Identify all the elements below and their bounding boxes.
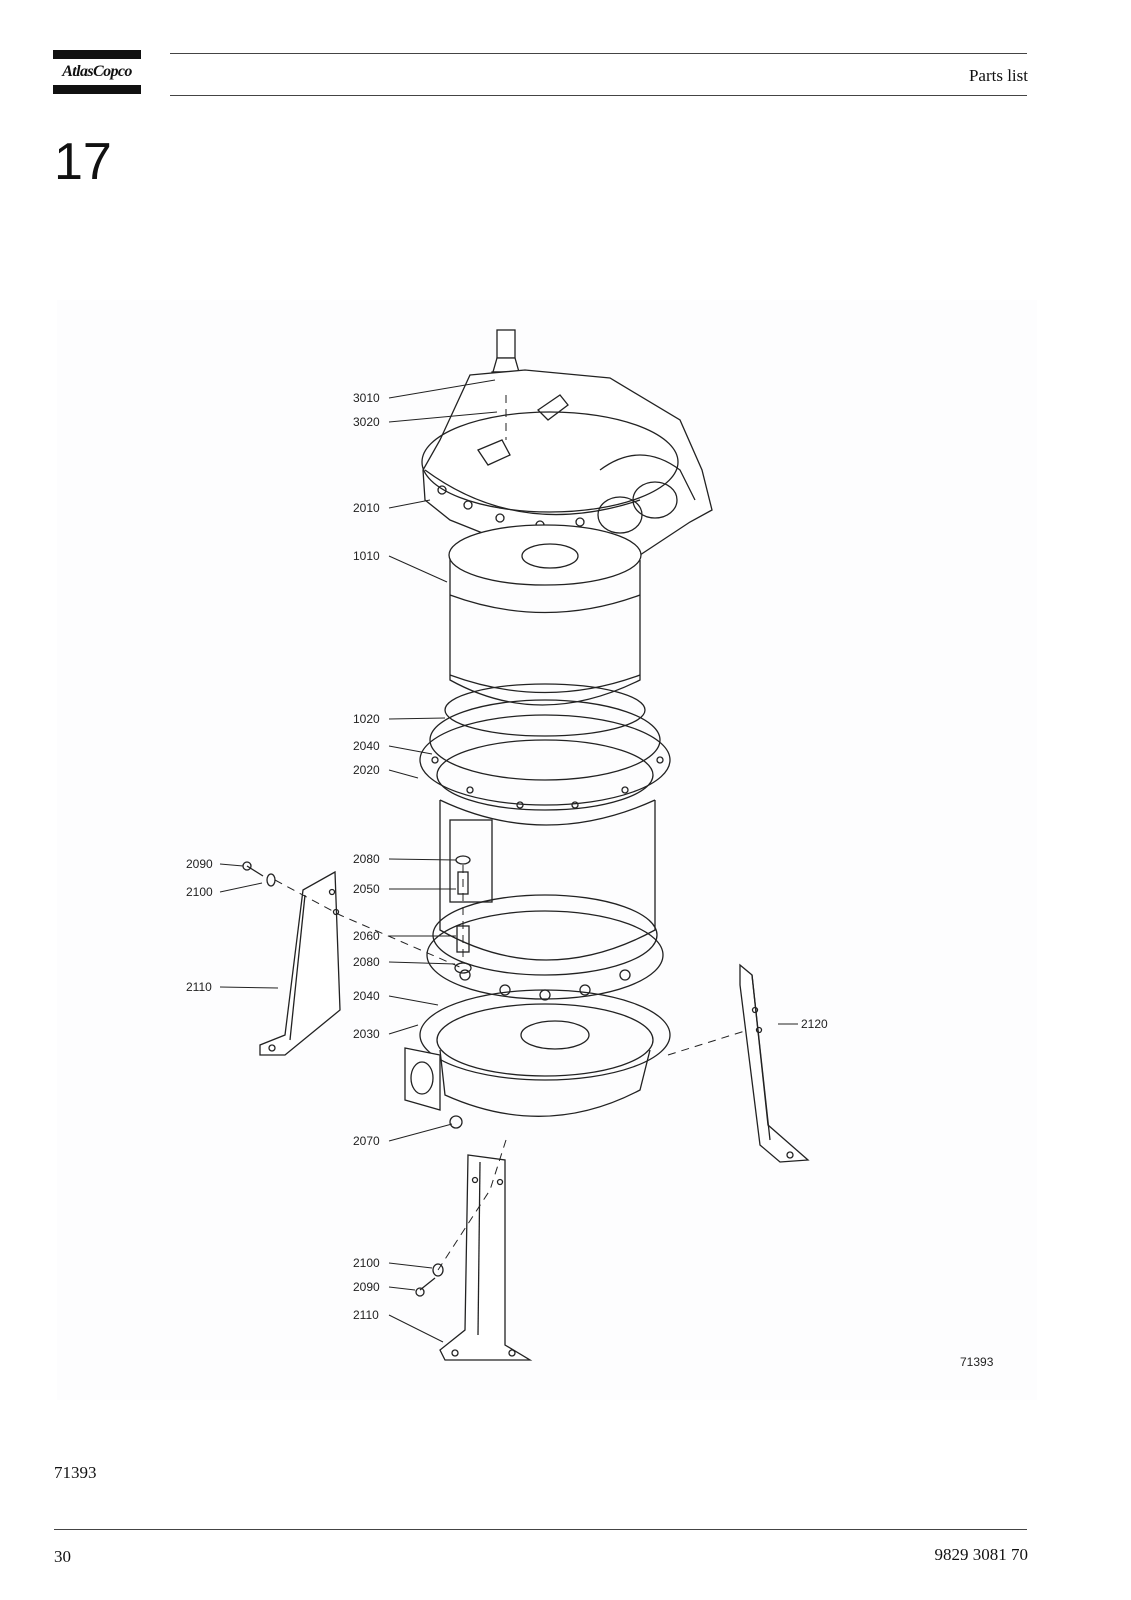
drawing-svg: 3010 3020 2010 1010 1020 2040 2020 2080 … — [186, 329, 994, 1369]
section-number: 17 — [54, 133, 112, 191]
drawing-code: 71393 — [960, 1355, 994, 1369]
figure-caption: 71393 — [54, 1463, 97, 1482]
seal-ring — [444, 683, 646, 737]
callout-label: 2040 — [353, 739, 380, 753]
callout-label: 2060 — [353, 929, 380, 943]
atlas-copco-logo: AtlasCopco — [53, 50, 141, 94]
callout-label: 1020 — [353, 712, 380, 726]
logo-bar-bottom — [53, 85, 141, 94]
document-number: 9829 3081 70 — [934, 1545, 1029, 1564]
callout-label: 2090 — [186, 857, 213, 871]
callout-label: 2010 — [353, 501, 380, 515]
callout-label: 2050 — [353, 882, 380, 896]
callout-label: 3010 — [353, 391, 380, 405]
header-title: Parts list — [968, 66, 1028, 85]
callout-label: 2110 — [186, 980, 212, 994]
callout-label: 2080 — [353, 955, 380, 969]
callout-label: 2100 — [186, 885, 213, 899]
left-bracket — [259, 870, 341, 1056]
callout-label: 2080 — [353, 852, 380, 866]
callout-label: 2030 — [353, 1027, 380, 1041]
header-rule-top — [170, 53, 1027, 54]
footer-rule — [54, 1529, 1027, 1530]
callout-label: 1010 — [353, 549, 380, 563]
callout-label: 2110 — [353, 1308, 379, 1322]
upper-flange — [419, 699, 671, 811]
callout-label: 2090 — [353, 1280, 380, 1294]
logo-text: AtlasCopco — [62, 63, 132, 80]
callout-label: 2070 — [353, 1134, 380, 1148]
callout-label: 2040 — [353, 989, 380, 1003]
main-housing — [426, 799, 664, 1001]
exploded-view-drawing: 3010 3020 2010 1010 1020 2040 2020 2080 … — [57, 300, 1037, 1400]
leader-lines — [219, 379, 798, 1343]
bottom-bracket — [439, 1154, 533, 1361]
cylinder-element — [448, 524, 642, 706]
callout-label: 2020 — [353, 763, 380, 777]
callout-label: 3020 — [353, 415, 380, 429]
page-number: 30 — [54, 1547, 71, 1566]
logo-bar-top — [53, 50, 141, 59]
callout-label: 2120 — [801, 1017, 828, 1031]
base-housing — [404, 989, 671, 1129]
header-rule-bottom — [170, 95, 1027, 96]
callout-label: 2100 — [353, 1256, 380, 1270]
alignment-lines — [274, 395, 749, 1271]
right-bracket — [739, 963, 810, 1163]
